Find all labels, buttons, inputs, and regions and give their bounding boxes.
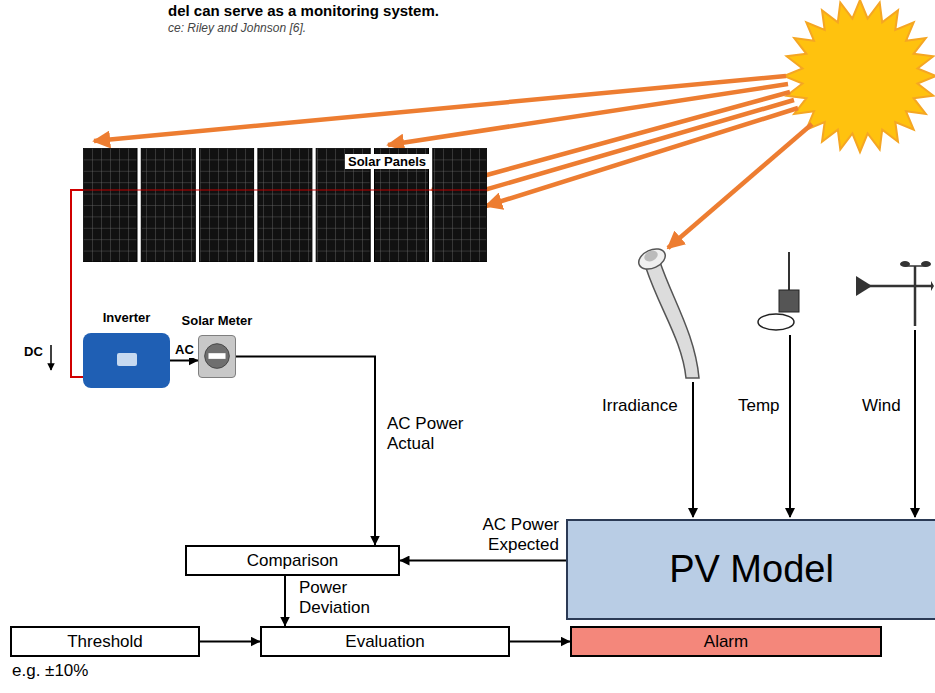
wind-vane xyxy=(856,261,934,326)
process-box: Comparison xyxy=(185,545,400,576)
figure-title: del can serve as a monitoring system. xyxy=(168,2,439,19)
figure-source: ce: Riley and Johnson [6]. xyxy=(168,21,306,35)
sensor-wires xyxy=(693,330,915,517)
model-title: PV Model xyxy=(669,548,834,591)
solar-meter: Solar Meter xyxy=(198,335,236,378)
connector xyxy=(200,641,260,643)
connector xyxy=(170,360,198,362)
alarm-box: Alarm xyxy=(570,626,882,657)
box-label: Evaluation xyxy=(345,632,424,652)
solar-panels: Solar Panels xyxy=(83,148,487,262)
connector xyxy=(510,641,570,643)
input-box: Threshold xyxy=(10,626,200,657)
device-label: Inverter xyxy=(103,310,151,325)
signal-label: Temp xyxy=(738,396,780,416)
box-label: Alarm xyxy=(704,632,748,652)
signal-label: Wind xyxy=(862,396,901,416)
note: e.g. ±10% xyxy=(12,661,88,681)
temperature-sensor xyxy=(758,252,799,330)
connector xyxy=(236,357,375,546)
meter-dial xyxy=(199,336,235,377)
edge-label: Power Deviation xyxy=(297,578,393,617)
box-label: Threshold xyxy=(67,632,143,652)
dc-arrow xyxy=(50,345,52,370)
edge-label: DC xyxy=(22,345,45,360)
panel-label: Solar Panels xyxy=(345,154,429,169)
box-label: Comparison xyxy=(247,551,339,571)
device-label: Solar Meter xyxy=(182,313,253,328)
inverter: Inverter xyxy=(83,333,170,388)
connector xyxy=(71,190,83,377)
signal-label: Irradiance xyxy=(602,396,678,416)
pyranometer xyxy=(636,245,699,378)
model-box: PV Model xyxy=(566,519,935,620)
process-box: Evaluation xyxy=(260,626,510,657)
connector xyxy=(400,560,566,562)
inverter-display xyxy=(83,333,170,388)
edge-label: AC Power Expected xyxy=(465,515,561,554)
edge-label: AC xyxy=(173,343,196,358)
edge-label: AC Power Actual xyxy=(385,414,481,453)
connector xyxy=(284,576,286,626)
